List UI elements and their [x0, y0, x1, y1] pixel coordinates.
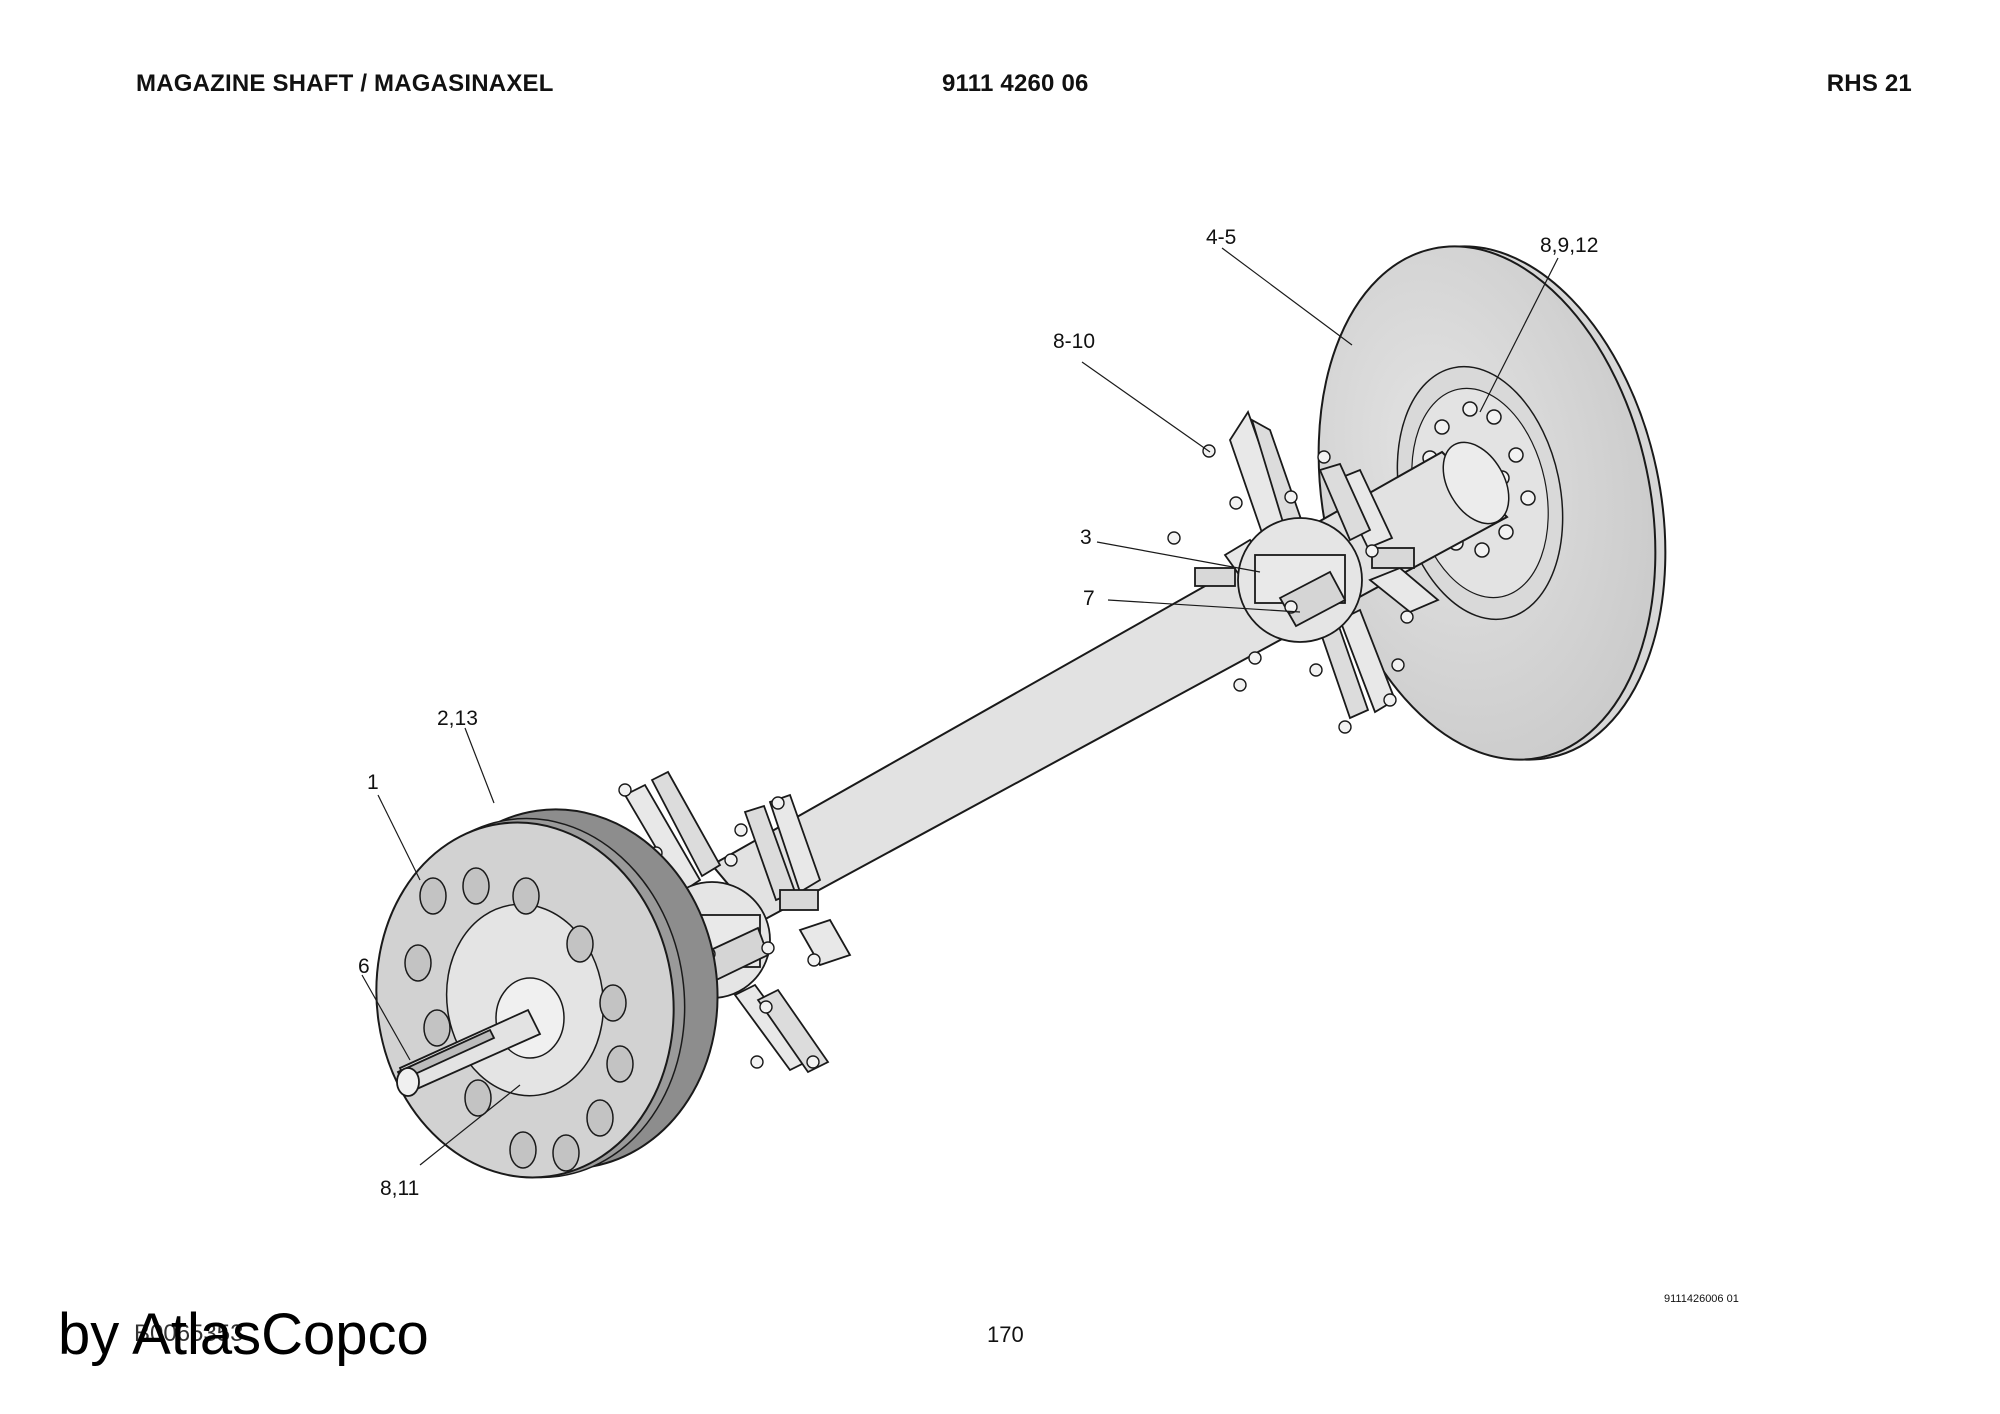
stub-shaft — [396, 1008, 542, 1097]
callout-4-5: 4-5 — [1206, 226, 1236, 249]
callout-8-9-12: 8,9,12 — [1540, 234, 1598, 257]
callout-6: 6 — [358, 955, 370, 978]
callout-8-11: 8,11 — [380, 1177, 419, 1200]
rear-spider-hub — [1194, 409, 1440, 720]
callout-7: 7 — [1083, 587, 1095, 610]
front-wheel — [375, 808, 719, 1179]
rear-hub-bolts — [1167, 444, 1414, 734]
callout-1: 1 — [367, 771, 379, 794]
page-number: 170 — [987, 1322, 1024, 1347]
drawing-id: 9111426006 01 — [1664, 1293, 1739, 1305]
model-name: RHS 21 — [1826, 70, 1912, 97]
callout-2-13: 2,13 — [437, 707, 478, 730]
wheel-rollers — [404, 867, 634, 1172]
reference-code: B0065353 — [134, 1320, 244, 1347]
atlascopco-watermark: by AtlasCopco — [58, 1302, 429, 1367]
part-number: 9111 4260 06 — [942, 70, 1089, 97]
leader-lines — [361, 247, 1559, 1166]
callout-8-10: 8-10 — [1053, 330, 1095, 353]
page-title: MAGAZINE SHAFT / MAGASINAXEL — [136, 70, 554, 97]
callout-3: 3 — [1080, 526, 1092, 549]
